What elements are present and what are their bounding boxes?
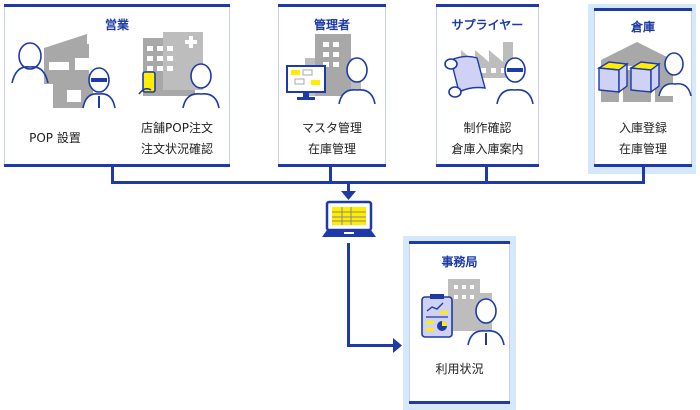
sales-label-line1: 店舗POP注文 (141, 121, 213, 135)
node-secretariat: 事務局 利用状況 (409, 241, 510, 404)
arrow-down-icon (341, 191, 356, 200)
node-supplier: サプライヤー 制作確認 倉庫入庫案内 (436, 4, 539, 167)
warehouse-boxes-illustration (596, 42, 692, 102)
sales-label-pop-install: POP 設置 (29, 131, 81, 145)
admin-label-line1: マスタ管理 (301, 121, 362, 135)
clipboard-report-illustration (421, 279, 505, 346)
connector-sales (111, 167, 114, 183)
warehouse-label: 入庫登録 在庫管理 (595, 118, 691, 160)
warehouse-label-line1: 入庫登録 (618, 121, 667, 135)
connector-supplier (485, 167, 488, 183)
connector-warehouse (642, 167, 645, 183)
admin-label-line2: 在庫管理 (307, 142, 356, 156)
hospital-smartphone-illustration (138, 32, 220, 109)
node-title: 営業 (104, 18, 129, 32)
node-title: 事務局 (441, 255, 478, 269)
connector-to-secretariat-v (347, 243, 350, 346)
laptop-spreadsheet-icon (322, 200, 376, 237)
factory-paper-roll-illustration (444, 42, 534, 105)
connector-admin (329, 167, 332, 183)
supplier-label: 制作確認 倉庫入庫案内 (437, 118, 538, 160)
store-staff-illustration (11, 34, 116, 109)
node-title: 倉庫 (630, 20, 655, 34)
sales-label-line2: 注文状況確認 (140, 142, 213, 156)
connector-bus (111, 181, 645, 184)
admin-label: マスタ管理 在庫管理 (279, 118, 385, 160)
office-monitor-illustration (286, 34, 376, 105)
supplier-label-line2: 倉庫入庫案内 (451, 142, 524, 156)
arrow-right-icon (393, 338, 402, 353)
node-title: 管理者 (313, 18, 350, 32)
node-warehouse: 倉庫 入庫登録 在庫管理 (594, 8, 692, 167)
connector-to-secretariat-h (347, 344, 394, 347)
connector-down (347, 184, 350, 192)
node-title: サプライヤー (451, 18, 524, 32)
warehouse-label-line2: 在庫管理 (618, 142, 667, 156)
secretariat-label: 利用状況 (435, 362, 484, 376)
sales-label-order: 店舗POP注文 注文状況確認 (123, 118, 231, 160)
node-sales: 営業 POP 設置 店舗POP注文 注文状況確認 (4, 4, 230, 167)
node-admin: 管理者 マスタ管理 在庫管理 (278, 4, 386, 167)
supplier-label-line1: 制作確認 (463, 121, 512, 135)
